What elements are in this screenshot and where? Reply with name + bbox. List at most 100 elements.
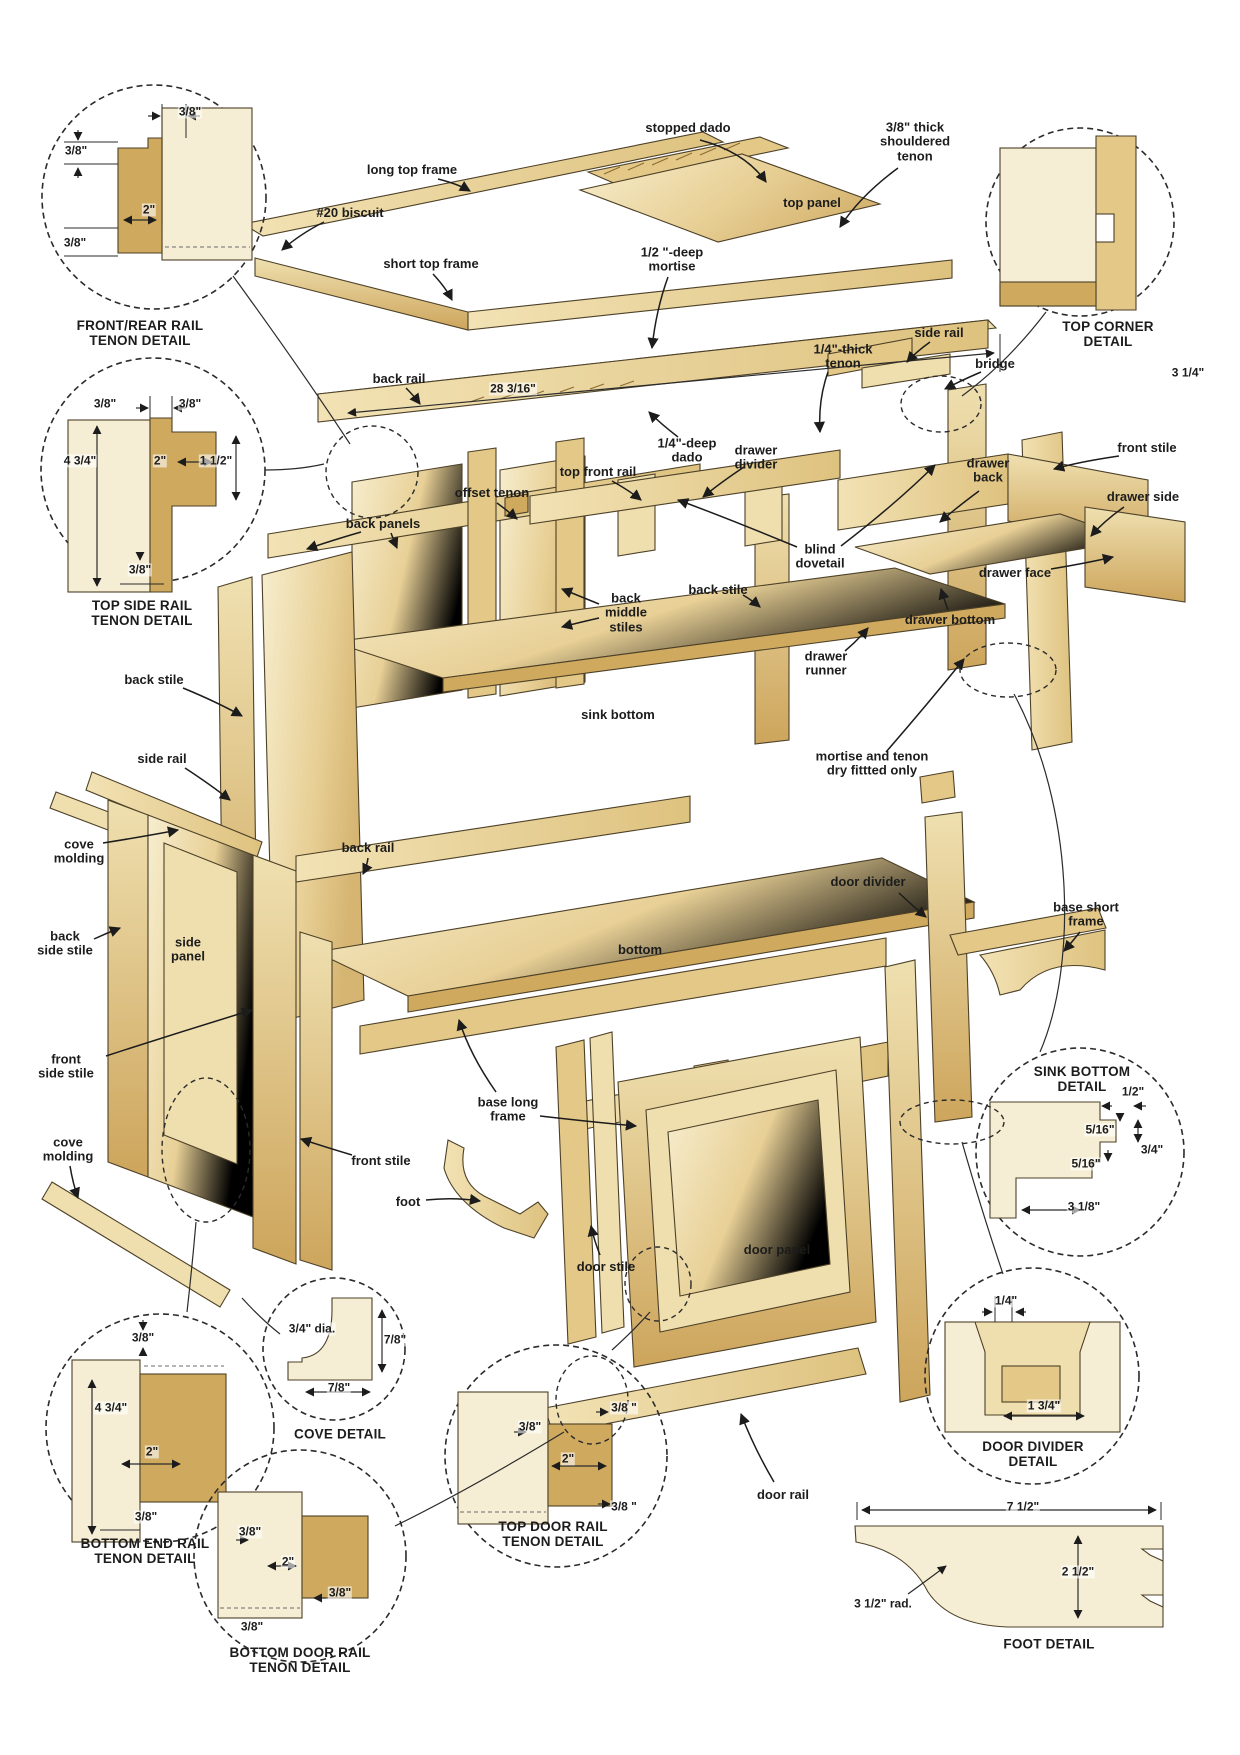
dim-cove-dia: 3/4" dia. <box>287 1321 337 1336</box>
detail-front-rear-rail <box>41 84 267 310</box>
part-foot <box>443 1139 549 1239</box>
part-long-top-frame <box>241 131 725 237</box>
label-base-long-frame: base long frame <box>477 1094 539 1124</box>
title-top-door-rail-detail: TOP DOOR RAIL TENON DETAIL <box>498 1519 608 1549</box>
title-top-corner-detail: TOP CORNER DETAIL <box>1062 319 1154 349</box>
dim-sb-5: 3 1/8" <box>1066 1199 1102 1214</box>
dim-foot-3: 3 1/2" rad. <box>853 1596 913 1611</box>
label-base-short-frame: base short frame <box>1053 899 1119 929</box>
label-bridge: bridge <box>975 355 1015 371</box>
label-stopped-dado: stopped dado <box>645 119 731 135</box>
part-door-divider-post <box>919 770 973 1123</box>
dim-cove-v: 7/8" <box>382 1332 408 1347</box>
label-20-biscuit: #20 biscuit <box>316 204 384 220</box>
label-drawer-bottom: drawer bottom <box>904 611 996 627</box>
dim-bdr-4: 3/8" <box>239 1619 265 1634</box>
dim-sb-1: 1/2" <box>1120 1084 1146 1099</box>
label-front-side-stile: front side stile <box>38 1051 94 1081</box>
part-door-panel <box>617 1036 877 1368</box>
dim-bdr-1: 3/8" <box>237 1524 263 1539</box>
detail-cove <box>262 1277 406 1421</box>
label-short-top-frame: short top frame <box>383 255 479 271</box>
detail-top-corner <box>985 127 1175 317</box>
label-side-rail-left: side rail <box>137 750 187 766</box>
label-cove-molding-lower: cove molding <box>42 1134 94 1164</box>
title-bottom-end-rail-detail: BOTTOM END RAIL TENON DETAIL <box>80 1536 210 1566</box>
dim-tdr-1: 3/8 " <box>610 1400 638 1415</box>
dim-bdr-3: 3/8" <box>327 1585 353 1600</box>
label-drawer-face: drawer face <box>978 564 1052 580</box>
label-side-rail-top: side rail <box>914 324 964 340</box>
label-drawer-back: drawer back <box>966 455 1010 485</box>
part-short-top-frame <box>254 257 953 331</box>
label-mortise-tenon-note: mortise and tenon dry fittted only <box>815 748 929 778</box>
label-back-stile-left: back stile <box>124 671 184 687</box>
title-sink-bottom-detail: SINK BOTTOM DETAIL <box>1033 1064 1131 1094</box>
dim-bdr-2: 2" <box>280 1554 296 1569</box>
label-drawer-divider: drawer divider <box>734 442 778 472</box>
detail-bottom-end-rail <box>45 1313 275 1543</box>
dim-ber-4: 3/8" <box>133 1509 159 1524</box>
part-bottom-panel <box>314 857 976 1013</box>
part-top-rear-rail <box>586 136 790 185</box>
dim-sb-3: 5/16" <box>1070 1156 1102 1171</box>
label-door-stile: door stile <box>576 1258 636 1274</box>
label-top-panel: top panel <box>783 194 841 210</box>
part-back-rail-mid <box>295 795 691 883</box>
label-top-front-rail: top front rail <box>559 463 637 479</box>
dim-fr-left-lower: 3/8" <box>62 235 88 250</box>
label-shouldered-tenon: 3/8" thick shouldered tenon <box>879 119 951 164</box>
label-back-rail-mid: back rail <box>341 839 395 855</box>
label-offset-tenon: offset tenon <box>454 484 530 500</box>
dim-ts-5: 1 1/2" <box>198 453 234 468</box>
label-foot: foot <box>395 1193 421 1209</box>
label-back-panels: back panels <box>345 515 421 531</box>
title-bottom-door-rail-detail: BOTTOM DOOR RAIL TENON DETAIL <box>229 1645 371 1675</box>
part-front-stile-lower <box>299 931 333 1271</box>
dim-ber-1: 3/8" <box>130 1330 156 1345</box>
label-back-side-stile: back side stile <box>37 928 93 958</box>
dim-ts-4: 2" <box>152 453 168 468</box>
part-cove-molding-lower <box>41 1181 231 1308</box>
part-drawer-box <box>837 453 1186 603</box>
title-top-side-rail-detail: TOP SIDE RAIL TENON DETAIL <box>91 598 193 628</box>
label-front-stile-upper: front stile <box>1117 439 1177 455</box>
leader-lines <box>69 139 1125 1483</box>
dimension-28-3-16-line <box>347 334 1001 417</box>
detail-bottom-door-rail <box>193 1449 407 1663</box>
part-top-front-rail <box>529 449 841 525</box>
label-quarter-deep-dado: 1/4"-deep dado <box>657 435 717 465</box>
label-cove-molding-upper: cove molding <box>53 836 105 866</box>
title-door-divider-detail: DOOR DIVIDER DETAIL <box>982 1439 1084 1469</box>
dim-fr-center: 2" <box>141 202 157 217</box>
dim-dd-2: 1 3/4" <box>1026 1398 1062 1413</box>
title-front-rear-rail-detail: FRONT/REAR RAIL TENON DETAIL <box>76 318 204 348</box>
dim-ts-6: 3/8" <box>127 562 153 577</box>
dim-top-corner: 3 1/4" <box>1170 365 1206 380</box>
dim-cove-h: 7/8" <box>326 1380 352 1395</box>
dim-ber-3: 2" <box>144 1444 160 1459</box>
dim-ts-2: 3/8" <box>177 396 203 411</box>
dim-foot-2: 2 1/2" <box>1060 1564 1096 1579</box>
dim-ts-3: 4 3/4" <box>62 453 98 468</box>
detail-top-door-rail <box>444 1344 668 1568</box>
label-door-rail: door rail <box>756 1486 810 1502</box>
label-door-divider: door divider <box>830 873 906 889</box>
part-top-panel <box>578 153 882 243</box>
title-cove-detail: COVE DETAIL <box>294 1426 386 1442</box>
dim-dd-1: 1/4" <box>993 1293 1019 1308</box>
detail-door-divider <box>924 1267 1140 1485</box>
label-back-rail-top: back rail <box>372 370 426 386</box>
label-door-panel: door panel <box>743 1241 811 1257</box>
dim-ber-2: 4 3/4" <box>93 1400 129 1415</box>
dim-28-3-16: 28 3/16" <box>489 381 537 396</box>
dim-tdr-4: 3/8 " <box>610 1499 638 1514</box>
part-sink-bottom <box>332 567 1006 693</box>
dim-foot-1: 7 1/2" <box>1005 1499 1041 1514</box>
label-front-stile-lower: front stile <box>351 1152 411 1168</box>
label-back-middle-stiles: back middle stiles <box>605 590 647 635</box>
dim-fr-top: 3/8" <box>177 104 203 119</box>
